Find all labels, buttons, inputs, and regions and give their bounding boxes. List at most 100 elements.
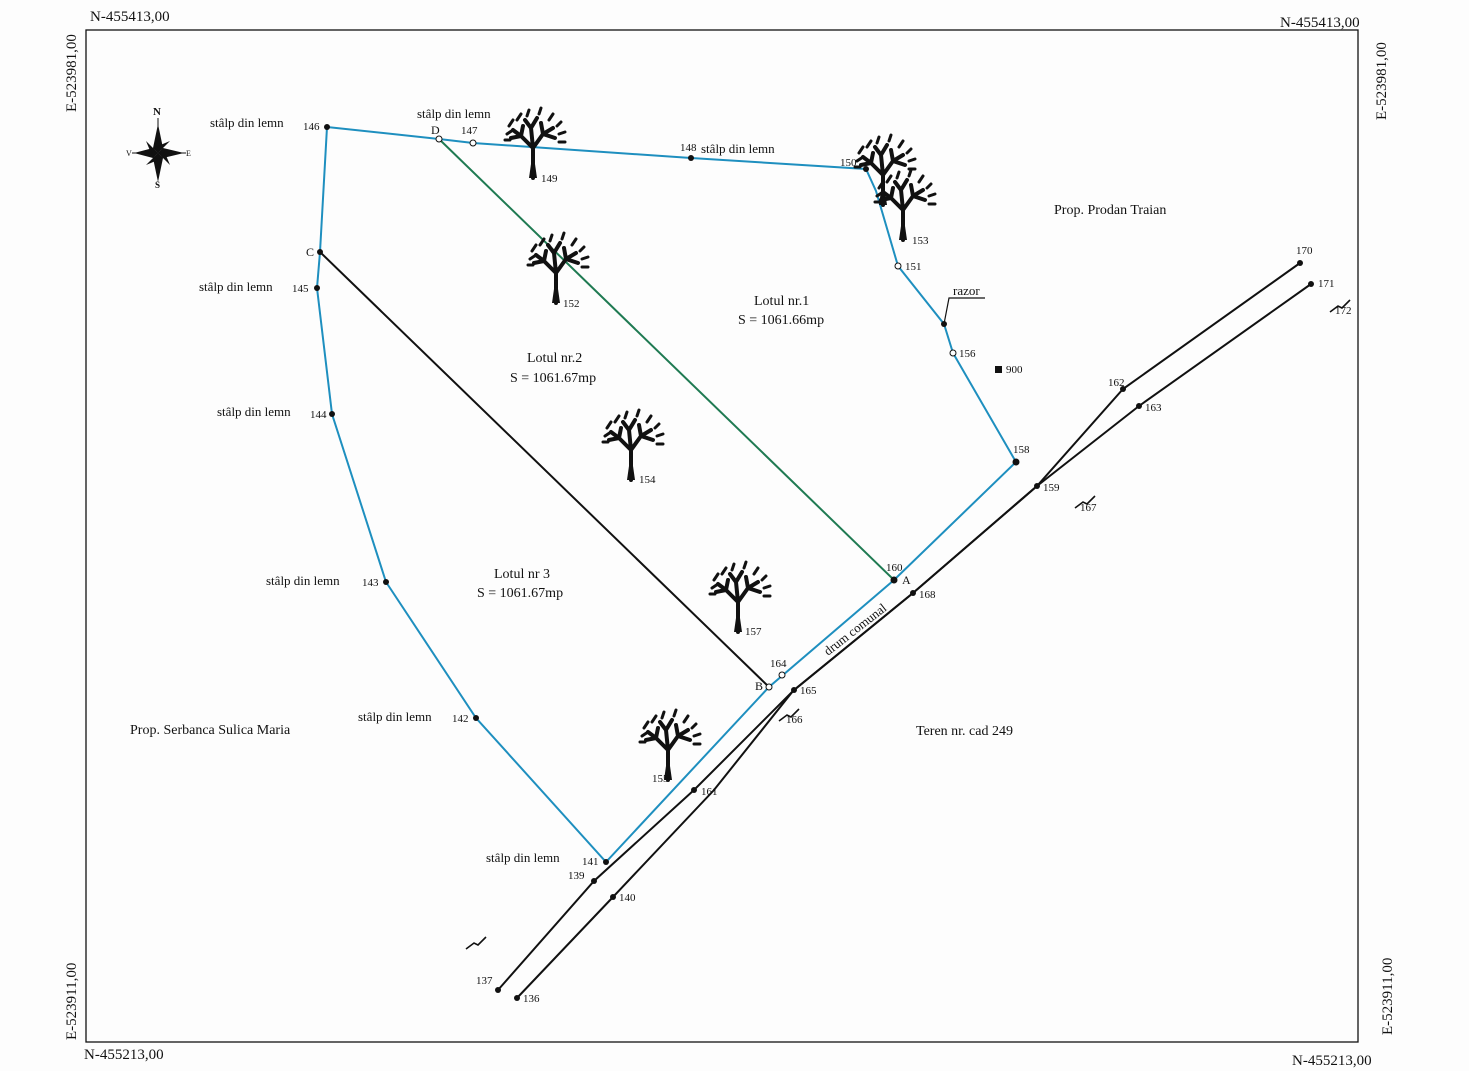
neighbor-serbanca: Prop. Serbanca Sulica Maria <box>130 723 291 738</box>
compass-rose-icon: N S E V <box>126 106 191 190</box>
fence-icon-158 <box>465 936 487 950</box>
label-152: 152 <box>563 298 580 310</box>
point-163 <box>1136 403 1142 409</box>
label-900: 900 <box>1006 364 1023 376</box>
label-165: 165 <box>800 685 817 697</box>
compass-s: S <box>155 180 160 190</box>
point-b <box>765 683 773 691</box>
road-label: drum comunal <box>821 600 890 659</box>
point-168 <box>910 590 916 596</box>
label-142: 142 <box>452 713 469 725</box>
point-141 <box>603 859 609 865</box>
label-140: 140 <box>619 892 636 904</box>
point-165 <box>791 687 797 693</box>
point-140 <box>610 894 616 900</box>
coord-north-bottom-right: N-455213,00 <box>1292 1053 1372 1069</box>
label-167: 167 <box>1080 502 1097 514</box>
pole-label-145: stâlp din lemn <box>199 279 273 294</box>
label-160: 160 <box>886 562 903 574</box>
label-156: 156 <box>959 348 976 360</box>
point-158 <box>1012 458 1020 466</box>
coord-east-bottom-right: E-523911,00 <box>1380 958 1396 1035</box>
tree-icon-154 <box>601 408 665 482</box>
label-145: 145 <box>292 283 309 295</box>
label-136: 136 <box>523 993 540 1005</box>
coord-north-bottom-left: N-455213,00 <box>84 1047 164 1063</box>
compass-e: E <box>186 149 191 158</box>
label-170: 170 <box>1296 245 1313 257</box>
coord-east-bottom-left: E-523911,00 <box>64 963 80 1040</box>
label-155: 155 <box>652 773 669 785</box>
label-164: 164 <box>770 658 787 670</box>
label-163: 163 <box>1145 402 1162 414</box>
label-166: 166 <box>786 714 803 726</box>
point-139 <box>591 878 597 884</box>
letter-d: D <box>431 123 440 137</box>
label-159: 159 <box>1043 482 1060 494</box>
pole-label-143: stâlp din lemn <box>266 573 340 588</box>
label-154: 154 <box>639 474 656 486</box>
label-153: 153 <box>912 235 929 247</box>
point-c <box>317 249 323 255</box>
point-137 <box>495 987 501 993</box>
point-145 <box>314 285 320 291</box>
map-frame <box>85 29 1359 1043</box>
point-d <box>435 135 443 143</box>
razor-leader <box>943 297 985 325</box>
lot-2-name: Lotul nr.2 <box>527 351 582 366</box>
neighbor-teren: Teren nr. cad 249 <box>916 724 1013 739</box>
point-170 <box>1297 260 1303 266</box>
lot-3-area: S = 1061.67mp <box>477 586 563 601</box>
razor-label: razor <box>953 283 980 298</box>
point-162 <box>1120 386 1126 392</box>
survey-points <box>314 124 1314 1001</box>
point-171 <box>1308 281 1314 287</box>
tree-icon-149 <box>503 106 567 180</box>
label-168: 168 <box>919 589 936 601</box>
division-line-c-b <box>319 251 770 688</box>
neighbor-prodan: Prop. Prodan Traian <box>1054 203 1166 218</box>
label-144: 144 <box>310 409 327 421</box>
point-143 <box>383 579 389 585</box>
coord-north-top-left: N-455413,00 <box>90 9 170 25</box>
label-143: 143 <box>362 577 379 589</box>
point-151 <box>894 262 902 270</box>
point-136 <box>514 995 520 1001</box>
letter-a: A <box>902 573 911 587</box>
label-162: 162 <box>1108 377 1125 389</box>
point-161 <box>691 787 697 793</box>
coord-east-top-left: E-523981,00 <box>64 34 80 112</box>
point-146 <box>324 124 330 130</box>
label-151: 151 <box>905 261 922 273</box>
pole-label-144: stâlp din lemn <box>217 404 291 419</box>
label-147: 147 <box>461 125 478 137</box>
division-line-d-a <box>438 138 895 581</box>
label-149: 149 <box>541 173 558 185</box>
road-edge-north <box>497 262 1301 991</box>
label-148: 148 <box>680 142 697 154</box>
label-172: 172 <box>1335 305 1352 317</box>
point-144 <box>329 411 335 417</box>
label-158: 158 <box>1013 444 1030 456</box>
lot-3-name: Lotul nr 3 <box>494 567 550 582</box>
point-159 <box>1034 483 1040 489</box>
label-141: 141 <box>582 856 599 868</box>
label-161: 161 <box>701 786 718 798</box>
lot-2-area: S = 1061.67mp <box>510 371 596 386</box>
pole-label-147: stâlp din lemn <box>417 106 491 121</box>
compass-n: N <box>153 106 161 118</box>
point-164 <box>778 671 786 679</box>
point-147 <box>469 139 477 147</box>
lot-1-name: Lotul nr.1 <box>754 294 809 309</box>
compass-v: V <box>126 149 132 158</box>
label-171: 171 <box>1318 278 1335 290</box>
coord-north-top-right: N-455413,00 <box>1280 15 1360 31</box>
letter-b: B <box>755 679 763 693</box>
point-a <box>890 576 898 584</box>
point-142 <box>473 715 479 721</box>
point-156 <box>949 349 957 357</box>
pole-label-141: stâlp din lemn <box>486 850 560 865</box>
pole-label-142: stâlp din lemn <box>358 709 432 724</box>
pole-label-148: stâlp din lemn <box>701 141 775 156</box>
